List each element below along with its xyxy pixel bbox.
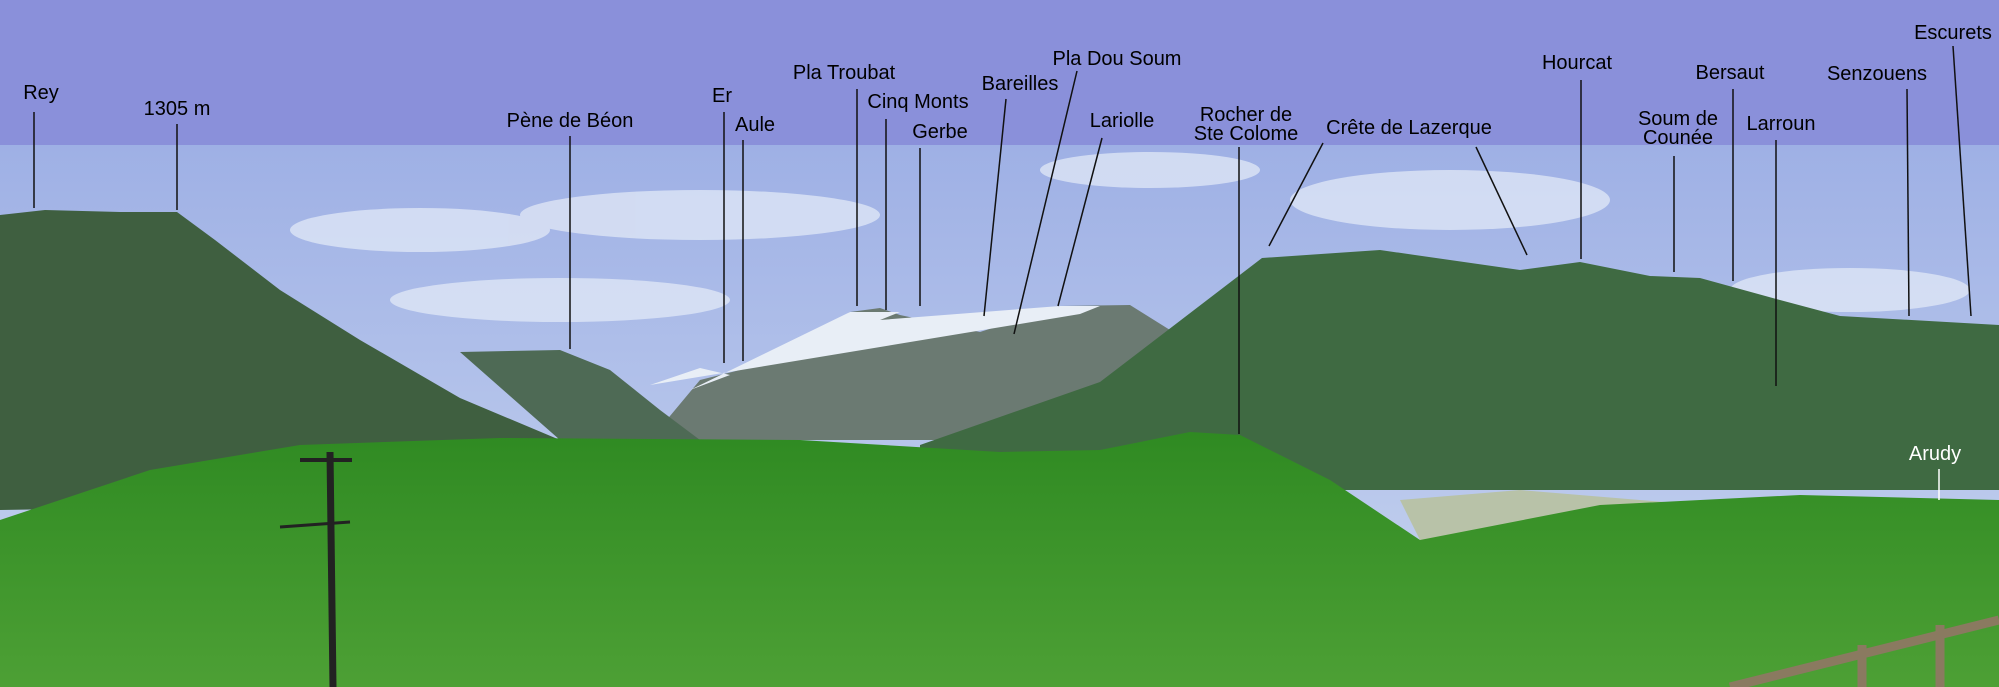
label-hourcat: Hourcat — [1541, 52, 1613, 74]
label-senzouens: Senzouens — [1826, 63, 1928, 85]
label-bersaut: Bersaut — [1695, 62, 1765, 84]
label-pene-de-beon: Pène de Béon — [506, 110, 634, 132]
label-larroun: Larroun — [1746, 113, 1816, 135]
left-mountain — [0, 210, 620, 510]
label-line: Rocher de — [1199, 104, 1293, 126]
label-cinq-monts: Cinq Monts — [867, 91, 969, 113]
label-line: Soum de — [1637, 108, 1719, 130]
foreground-forest — [0, 432, 1999, 687]
label-bareilles: Bareilles — [981, 73, 1059, 95]
utility-pole — [279, 451, 352, 687]
pene-de-beon-ridge — [460, 350, 700, 440]
label-er: Er — [712, 85, 732, 107]
fence — [1728, 615, 1999, 687]
label-line: Counée — [1642, 127, 1714, 149]
label-pla-dou-soum: Pla Dou Soum — [1052, 48, 1182, 70]
label-escurets: Escurets — [1914, 22, 1992, 44]
label-line: Ste Colome — [1193, 123, 1299, 145]
label-aule: Aule — [734, 114, 776, 136]
label-arudy: Arudy — [1908, 443, 1962, 465]
label-lariolle: Lariolle — [1089, 110, 1155, 132]
label-gerbe: Gerbe — [912, 121, 968, 143]
leader-lines — [33, 45, 1972, 500]
label-crete-de-lazerque: Crête de Lazerque — [1326, 117, 1492, 139]
label-band — [0, 0, 1999, 145]
label-1305m: 1305 m — [143, 98, 211, 120]
label-pla-troubat: Pla Troubat — [792, 62, 896, 84]
label-soum-de-counee: Soum de Counée — [1637, 108, 1719, 149]
right-massif — [920, 250, 1999, 490]
snow-peaks — [650, 306, 1100, 390]
label-rey: Rey — [23, 82, 59, 104]
label-rocher-de-ste-colome: Rocher de Ste Colome — [1193, 104, 1299, 145]
clouds — [290, 152, 1970, 322]
